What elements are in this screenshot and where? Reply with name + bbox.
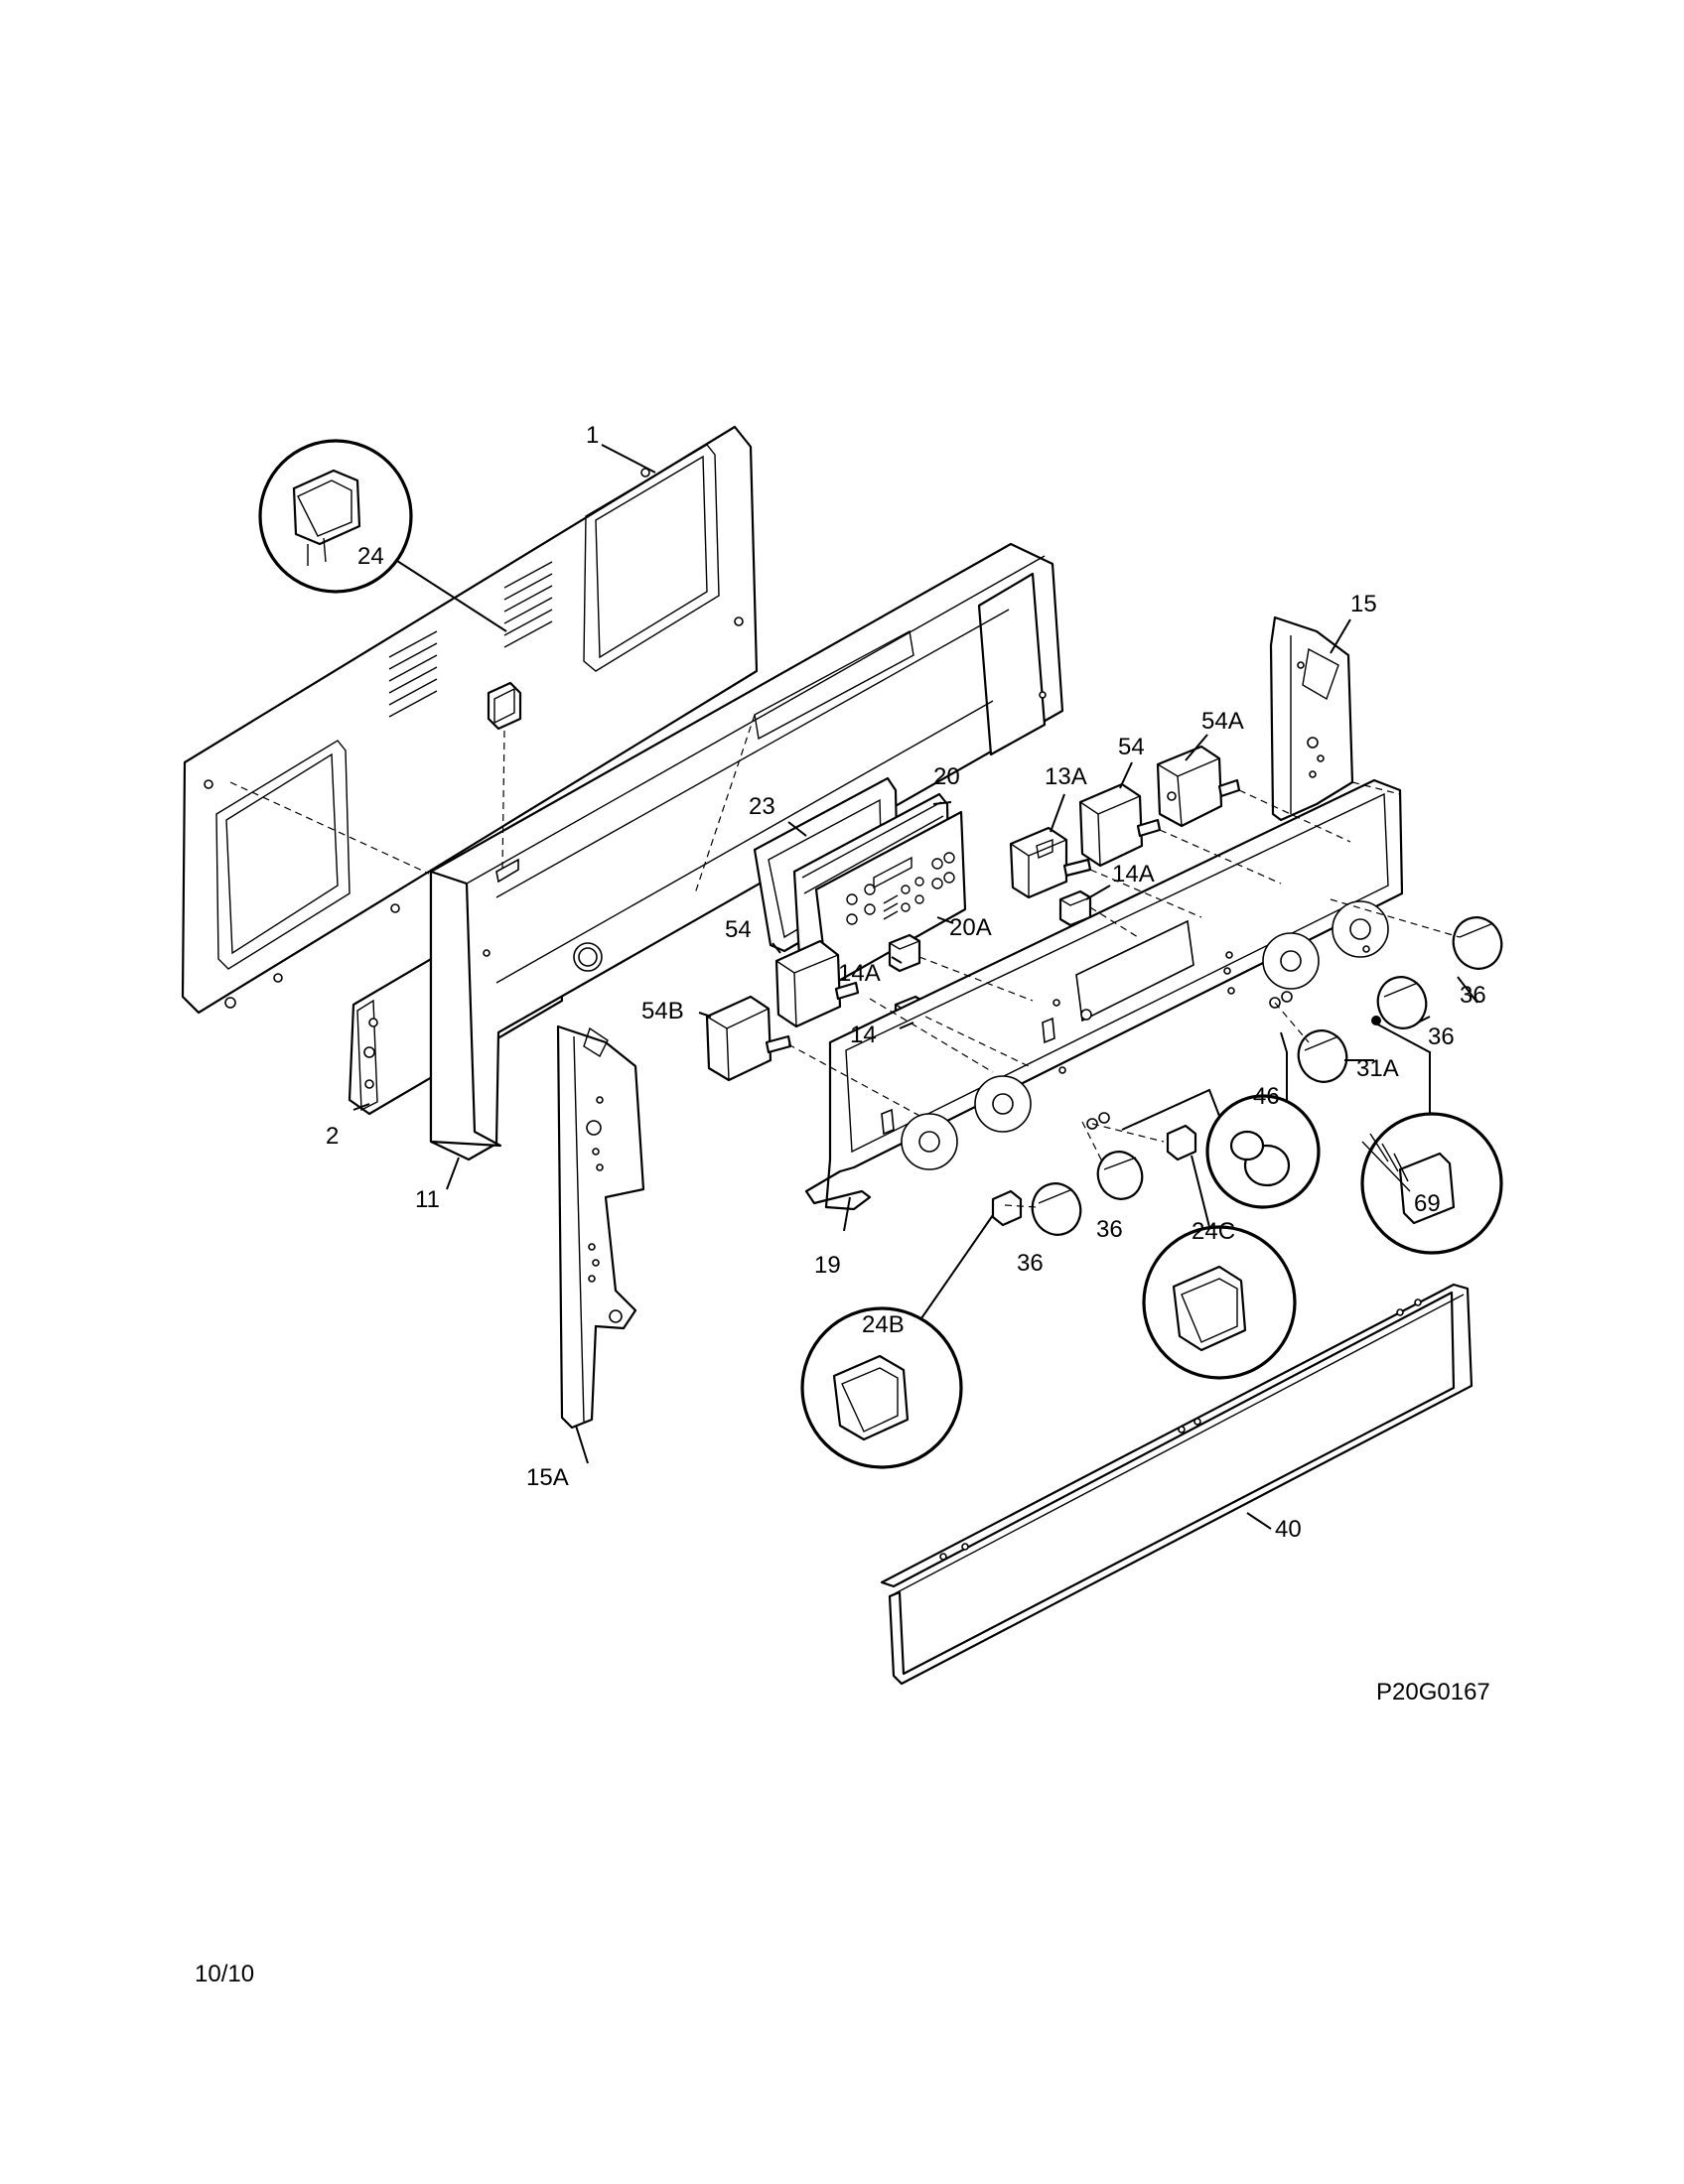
part-54A-infinite-switch	[1156, 745, 1241, 828]
knob-36-left	[1031, 1182, 1082, 1236]
label-36-upper-right: 36	[1460, 982, 1486, 1009]
label-24C: 24C	[1192, 1218, 1235, 1245]
leader-lines	[352, 444, 1478, 1530]
label-36-left: 36	[1017, 1250, 1044, 1277]
part-15-right-bracket	[1269, 615, 1354, 822]
part-13A-switch	[1009, 826, 1092, 899]
label-14A-rear: 14A	[1112, 861, 1155, 887]
label-19: 19	[814, 1252, 841, 1279]
part-15A-left-bracket	[556, 1024, 645, 1430]
page-number: 10/10	[195, 1961, 254, 1987]
knob-36-right	[1376, 976, 1428, 1029]
part-54-infinite-switch-front	[774, 939, 860, 1028]
label-31A: 31A	[1356, 1055, 1399, 1082]
label-36-center: 36	[1096, 1216, 1123, 1243]
callout-24C	[1142, 1155, 1297, 1380]
diagram-code: P20G0167	[1376, 1679, 1490, 1706]
label-14A-front: 14A	[838, 960, 881, 987]
callout-24	[258, 439, 507, 632]
label-14: 14	[850, 1022, 877, 1048]
label-54-front: 54	[725, 916, 752, 943]
label-54A: 54A	[1201, 708, 1244, 735]
label-24B: 24B	[862, 1311, 905, 1338]
assembly-lines	[229, 714, 1461, 1208]
part-11-console-frame	[429, 542, 1064, 1161]
part-labels: 1 24 15 54A 54 13A 20 23 14A 20A 54 14A …	[195, 422, 1490, 1987]
part-54B-infinite-switch	[705, 995, 792, 1082]
label-40: 40	[1275, 1516, 1302, 1543]
knob-31A	[1297, 1029, 1348, 1083]
part-24-rocker-small	[487, 681, 522, 731]
callout-24B	[800, 1214, 994, 1469]
label-69: 69	[1414, 1190, 1441, 1217]
knob-36-center	[1096, 1151, 1144, 1200]
label-15A: 15A	[526, 1464, 569, 1491]
label-23: 23	[749, 793, 775, 820]
label-54-rear: 54	[1118, 734, 1145, 760]
part-40-kick-panel	[880, 1283, 1474, 1686]
part-19-control-panel	[804, 778, 1404, 1211]
label-24: 24	[357, 543, 384, 570]
callout-69	[1360, 1022, 1503, 1255]
label-1: 1	[586, 422, 599, 449]
part-14A-indicator-front	[888, 933, 921, 973]
label-20: 20	[933, 763, 960, 790]
part-24B-rocker-small	[991, 1189, 1023, 1227]
label-15: 15	[1350, 591, 1377, 617]
label-46: 46	[1253, 1083, 1280, 1110]
callout-46	[1121, 1031, 1321, 1209]
label-20A: 20A	[949, 914, 992, 941]
label-36-right: 36	[1428, 1024, 1455, 1050]
label-2: 2	[326, 1123, 339, 1150]
part-24C-rocker-small	[1166, 1124, 1197, 1161]
part-54-infinite-switch-rear	[1078, 782, 1162, 868]
knob-36-upper-right	[1452, 916, 1503, 970]
part-1-rear-panel	[181, 425, 759, 1015]
label-13A: 13A	[1045, 763, 1087, 790]
label-54B: 54B	[641, 998, 684, 1024]
label-11: 11	[415, 1186, 440, 1213]
